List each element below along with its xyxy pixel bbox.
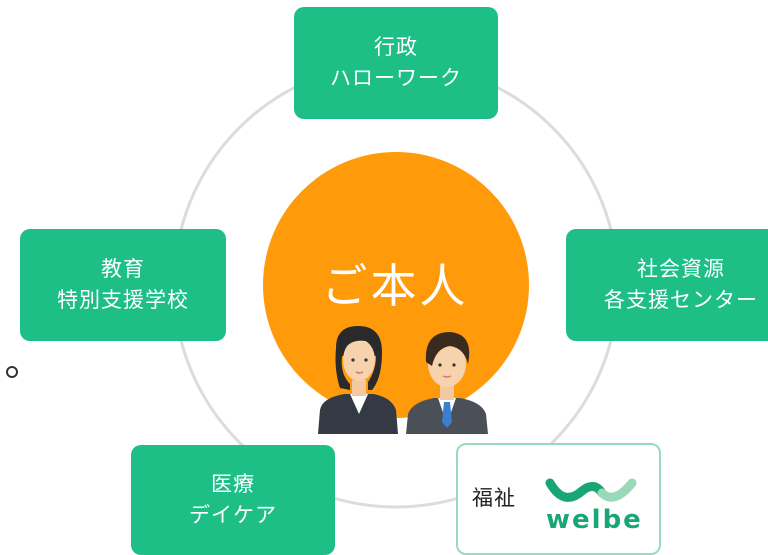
man-figure bbox=[406, 332, 488, 434]
node-welfare: 福祉 welbe bbox=[456, 443, 661, 555]
node-social-subtitle: 各支援センター bbox=[604, 288, 758, 312]
node-medical: 医療 デイケア bbox=[131, 445, 335, 555]
node-administration-subtitle: ハローワーク bbox=[330, 66, 462, 90]
node-social-resources: 社会資源 各支援センター bbox=[566, 229, 768, 341]
welbe-logo-text: welbe bbox=[546, 505, 643, 535]
welbe-logo-icon bbox=[545, 478, 637, 502]
woman-figure bbox=[318, 326, 398, 434]
node-medical-subtitle: デイケア bbox=[189, 503, 277, 527]
node-social-title: 社会資源 bbox=[637, 257, 725, 281]
node-administration-title: 行政 bbox=[374, 35, 418, 59]
node-education: 教育 特別支援学校 bbox=[20, 229, 226, 341]
bullet-dot bbox=[6, 366, 18, 378]
node-welfare-label: 福祉 bbox=[472, 486, 516, 510]
node-education-subtitle: 特別支援学校 bbox=[57, 288, 189, 312]
node-education-title: 教育 bbox=[101, 257, 145, 281]
node-medical-title: 医療 bbox=[211, 472, 255, 496]
center-label: ご本人 bbox=[321, 259, 469, 313]
node-administration: 行政 ハローワーク bbox=[294, 7, 498, 119]
people-illustration bbox=[318, 326, 488, 434]
